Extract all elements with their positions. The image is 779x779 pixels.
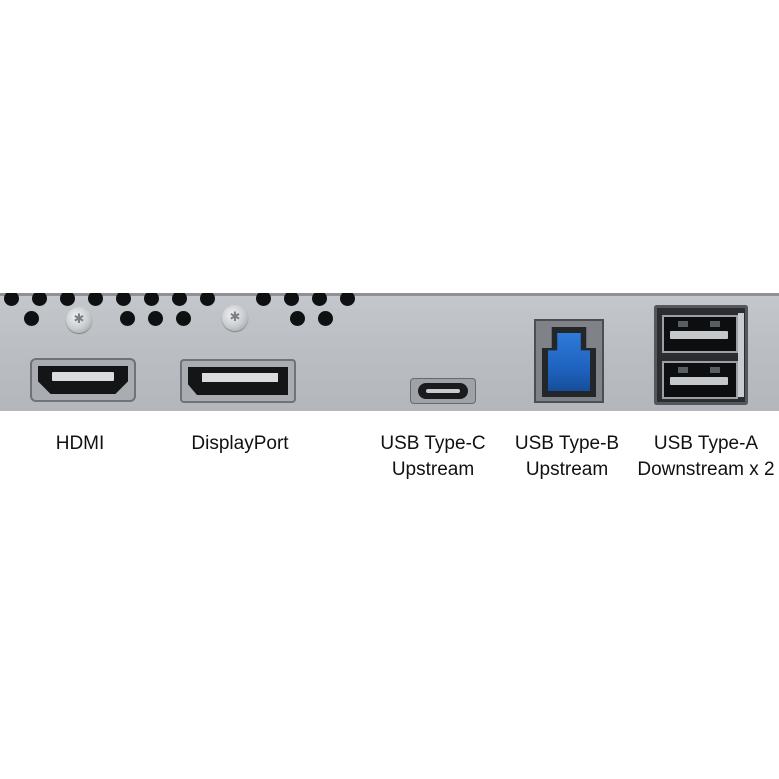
vent-hole	[116, 293, 131, 306]
vent-hole	[284, 293, 299, 306]
vent-hole	[172, 293, 187, 306]
vent-hole	[318, 311, 333, 326]
vent-hole	[256, 293, 271, 306]
usb-b-port	[534, 319, 604, 403]
vent-hole	[120, 311, 135, 326]
displayport-port	[180, 359, 296, 403]
vent-hole	[32, 293, 47, 306]
usb-a-port-frame	[738, 313, 744, 397]
screw-icon	[66, 307, 92, 333]
usb-a-port-contact	[678, 367, 688, 373]
usb-a-port-contact	[710, 321, 720, 327]
usb-c-port-contact	[426, 389, 460, 393]
usb-a-port	[662, 315, 738, 353]
vent-hole	[200, 293, 215, 306]
usb-c-label: USB Type-C Upstream	[380, 433, 486, 480]
usb-a-port-contact	[710, 367, 720, 373]
vent-hole	[88, 293, 103, 306]
vent-hole	[148, 311, 163, 326]
displayport-port-contact	[202, 373, 278, 382]
usb-a-port-stack	[654, 305, 748, 405]
hdmi-label: HDMI	[55, 433, 105, 454]
usb-a-port-tongue	[670, 377, 728, 385]
usb-c-port	[410, 378, 476, 404]
screw-icon	[222, 305, 248, 331]
usb-a-port-contact	[678, 321, 688, 327]
usb-a-port	[662, 361, 738, 399]
vent-hole	[24, 311, 39, 326]
usb-a-label: USB Type-A Downstream x 2	[637, 433, 775, 480]
monitor-rear-panel	[0, 293, 779, 411]
vent-hole	[60, 293, 75, 306]
vent-hole	[290, 311, 305, 326]
hdmi-port	[30, 358, 136, 402]
usb-a-port-tongue	[670, 331, 728, 339]
usb-b-label: USB Type-B Upstream	[514, 433, 620, 480]
displayport-label: DisplayPort	[191, 433, 289, 454]
vent-hole	[144, 293, 159, 306]
hdmi-port-contact	[52, 372, 114, 381]
vent-hole	[312, 293, 327, 306]
vent-hole	[340, 293, 355, 306]
vent-hole	[4, 293, 19, 306]
vent-hole	[176, 311, 191, 326]
